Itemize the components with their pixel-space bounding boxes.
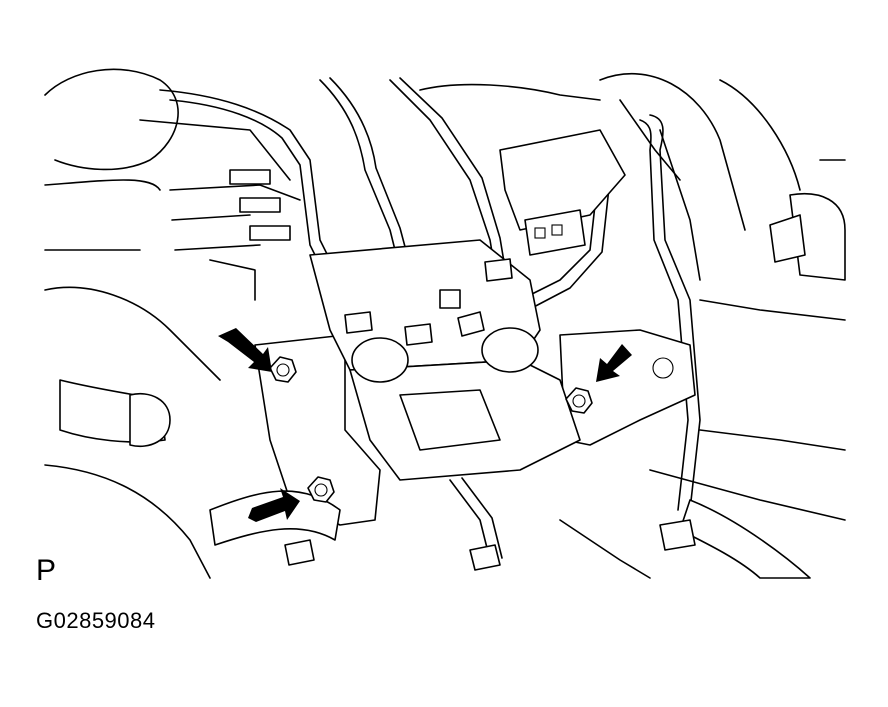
- figure-code-label: G02859084: [36, 608, 156, 633]
- mounting-bolts: [269, 356, 593, 503]
- background-structure: [44, 68, 846, 579]
- arrow-icon: [248, 488, 300, 522]
- abs-actuator-body: [229, 169, 581, 481]
- flare-nuts: [344, 258, 513, 346]
- clamps: [129, 393, 696, 571]
- bolt: [565, 387, 593, 414]
- arrow-icon: [596, 344, 632, 382]
- brake-lines: [159, 77, 701, 561]
- view-letter-label: P: [36, 554, 57, 587]
- bolt: [307, 476, 335, 503]
- arrow-icon: [218, 328, 272, 372]
- callout-arrows: [218, 328, 632, 522]
- wiring-connector: [499, 129, 626, 256]
